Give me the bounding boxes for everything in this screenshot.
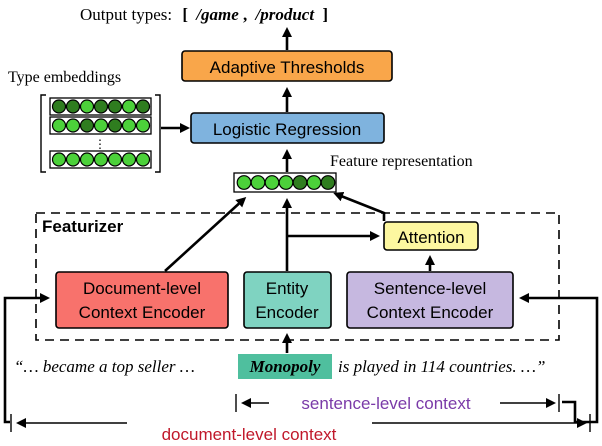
feature-cell bbox=[236, 175, 252, 190]
embedding-cell bbox=[121, 152, 137, 167]
embedding-cell bbox=[135, 152, 151, 167]
output-types-prefix: Output types: bbox=[80, 5, 172, 24]
attention-label: Attention bbox=[397, 228, 464, 247]
embedding-cell bbox=[65, 118, 81, 133]
matrix-left-bracket bbox=[40, 94, 46, 173]
document-encoder-box bbox=[55, 271, 229, 329]
feature-representation-label: Feature representation bbox=[330, 153, 473, 170]
embedding-cell bbox=[79, 99, 95, 114]
sentence-encoder-box bbox=[346, 271, 514, 329]
sentence-encoder-label-line-2: Context Encoder bbox=[367, 303, 494, 322]
embedding-cell bbox=[107, 118, 123, 133]
embedding-cell bbox=[93, 99, 109, 114]
embedding-cell bbox=[79, 118, 95, 133]
feature-cell bbox=[292, 175, 308, 190]
feature-cell bbox=[306, 175, 322, 190]
adaptive-thresholds-box bbox=[181, 50, 393, 82]
mention-highlight bbox=[238, 354, 332, 379]
output-types-separator: , bbox=[243, 5, 247, 24]
feature-cell bbox=[278, 175, 294, 190]
input-sentence-mention: Monopoly bbox=[249, 357, 321, 376]
logistic-regression-box bbox=[190, 112, 385, 144]
featurizer-label: Featurizer bbox=[42, 217, 124, 236]
embedding-cell bbox=[51, 152, 67, 167]
embedding-cell bbox=[121, 99, 137, 114]
output-type-game: /game bbox=[194, 5, 239, 24]
entity-encoder-label-line-1: Entity bbox=[266, 279, 309, 298]
embedding-cell bbox=[107, 99, 123, 114]
entity-encoder-label-line-2: Encoder bbox=[255, 303, 319, 322]
feature-cell bbox=[320, 175, 336, 190]
output-types-line: Output types: [ /game , /product ] bbox=[80, 5, 328, 24]
embedding-cell bbox=[79, 152, 95, 167]
featurizer-frame bbox=[35, 212, 560, 341]
document-encoder-label-line-1: Document-level bbox=[83, 279, 201, 298]
logistic-regression-label: Logistic Regression bbox=[213, 120, 361, 139]
embedding-cell bbox=[65, 152, 81, 167]
arrow-document-context-to-encoder bbox=[3, 293, 50, 424]
embedding-cell bbox=[51, 99, 67, 114]
type-embeddings-matrix: ⋮ bbox=[40, 94, 161, 173]
output-types-close-bracket: ] bbox=[322, 5, 328, 24]
type-embeddings-label: Type embeddings bbox=[8, 69, 121, 86]
embedding-cell bbox=[135, 99, 151, 114]
feature-cell bbox=[250, 175, 266, 190]
document-level-context-label: document-level context bbox=[162, 425, 337, 444]
output-types-open-bracket: [ bbox=[182, 5, 188, 24]
matrix-right-bracket bbox=[155, 94, 161, 173]
attention-box bbox=[383, 221, 479, 251]
arrow-document-encoder-to-features bbox=[164, 196, 247, 272]
embedding-cell bbox=[121, 118, 137, 133]
output-type-product: /product bbox=[254, 5, 316, 24]
sentence-encoder-label-line-1: Sentence-level bbox=[374, 279, 486, 298]
adaptive-thresholds-label: Adaptive Thresholds bbox=[210, 58, 365, 77]
arrow-attention-to-features bbox=[333, 191, 386, 221]
feature-vector bbox=[233, 172, 337, 193]
embedding-ellipsis: ⋮ bbox=[94, 137, 106, 151]
input-sentence-after: is played in 114 countries. …” bbox=[338, 357, 545, 376]
embedding-cell bbox=[135, 118, 151, 133]
input-sentence-before: “… became a top seller … bbox=[14, 357, 195, 376]
entity-encoder-box bbox=[243, 271, 332, 329]
embedding-cell bbox=[107, 152, 123, 167]
embedding-cell bbox=[65, 99, 81, 114]
document-encoder-label-line-2: Context Encoder bbox=[79, 303, 206, 322]
feature-cell bbox=[264, 175, 280, 190]
embedding-cell bbox=[93, 118, 109, 133]
embedding-cell bbox=[51, 118, 67, 133]
sentence-level-context-label: sentence-level context bbox=[301, 394, 470, 413]
embedding-cell bbox=[93, 152, 109, 167]
